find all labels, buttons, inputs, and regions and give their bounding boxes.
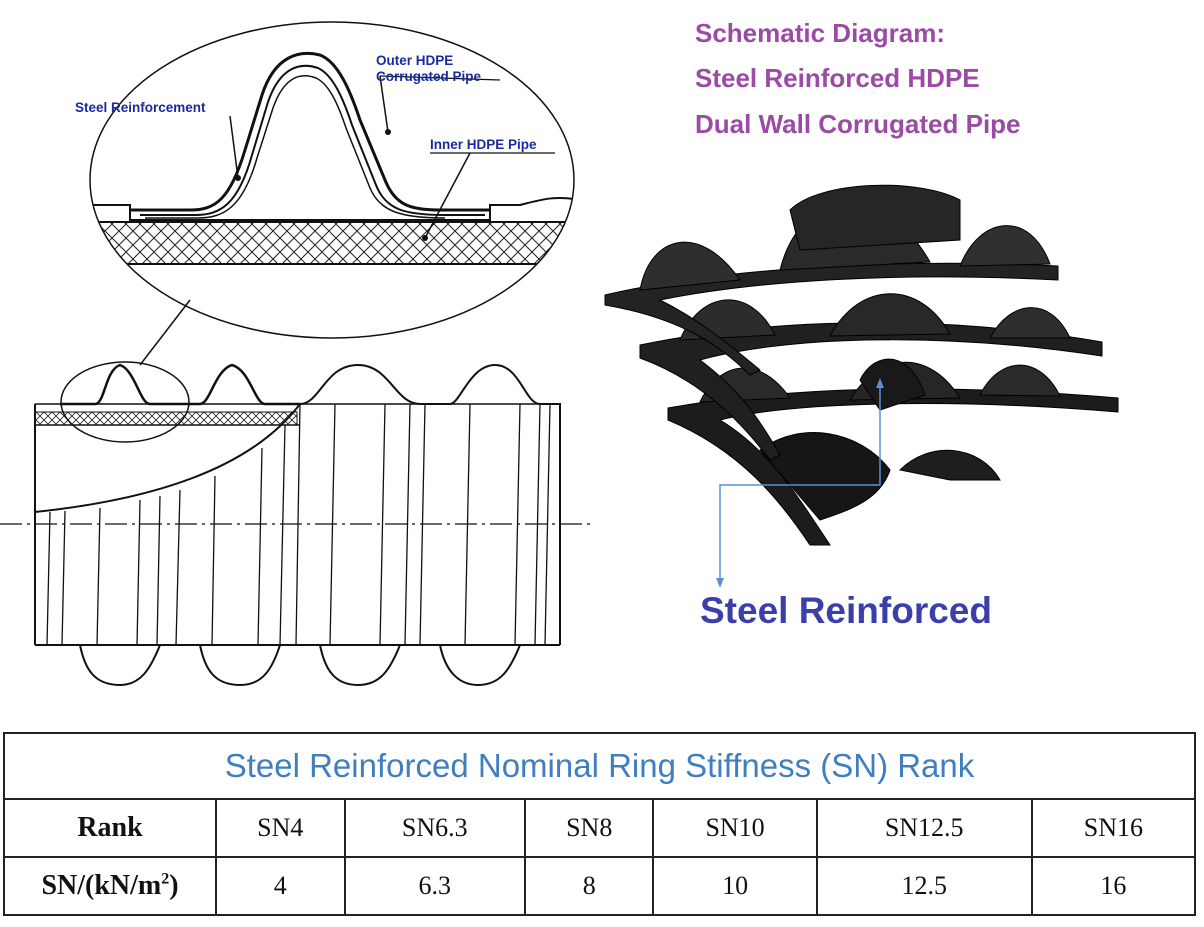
rank-cell: SN4 (215, 798, 346, 858)
rank-cell: SN12.5 (815, 798, 1033, 858)
rank-cell: SN8 (523, 798, 655, 858)
value-cell: 6.3 (343, 856, 526, 916)
value-cell: 4 (215, 856, 346, 916)
diagram-title-line-3: Dual Wall Corrugated Pipe (695, 109, 1021, 139)
detail-magnifier (90, 51, 574, 265)
rank-cell: SN10 (652, 798, 818, 858)
corrugated-pipe-segments (604, 184, 1119, 546)
ring-stiffness-table: Steel Reinforced Nominal Ring Stiffness … (3, 732, 1197, 916)
rank-header: Rank (3, 798, 217, 858)
arrow-head-down-icon (716, 578, 724, 588)
diagram-title-line-2: Steel Reinforced HDPE (695, 63, 980, 93)
steel-reinforced-callout: Steel Reinforced (700, 590, 992, 631)
rank-cell: SN6.3 (343, 798, 526, 858)
detail-ellipse-outline (89, 21, 575, 339)
outer-pipe-label-line1: Outer HDPE (376, 53, 454, 68)
sn-unit-exponent: 2 (161, 870, 170, 888)
inner-pipe-label: Inner HDPE Pipe (430, 137, 537, 152)
outer-corrugated-wall (130, 51, 490, 212)
steel-reinforcement-line (145, 75, 446, 219)
table-row-sn-value: SN/(kN/m2) 4 6.3 8 10 12.5 16 (3, 856, 1197, 916)
small-detail-ellipse (60, 361, 190, 443)
table-row-rank: Rank SN4 SN6.3 SN8 SN10 SN12.5 SN16 (3, 798, 1197, 858)
value-cell: 16 (1030, 856, 1197, 916)
arrow-head-up-icon (876, 378, 884, 388)
sn-unit-main: SN/(kN/m (41, 870, 162, 901)
steel-reinforcement-label: Steel Reinforcement (75, 100, 206, 115)
value-cell: 8 (523, 856, 655, 916)
inner-hdpe-pipe-band (95, 222, 574, 264)
outer-pipe-label-line2: Corrugated Pipe (376, 69, 482, 84)
value-cell: 10 (652, 856, 818, 916)
steel-callout-arrow (719, 382, 881, 583)
value-cell: 12.5 (815, 856, 1033, 916)
diagram-title-line-1: Schematic Diagram: (695, 18, 945, 48)
sn-unit-close: ) (169, 870, 179, 901)
sn-unit-header: SN/(kN/m2) (3, 856, 217, 916)
table-caption: Steel Reinforced Nominal Ring Stiffness … (3, 732, 1196, 800)
pipe-body (34, 363, 561, 687)
rank-cell: SN16 (1030, 798, 1197, 858)
